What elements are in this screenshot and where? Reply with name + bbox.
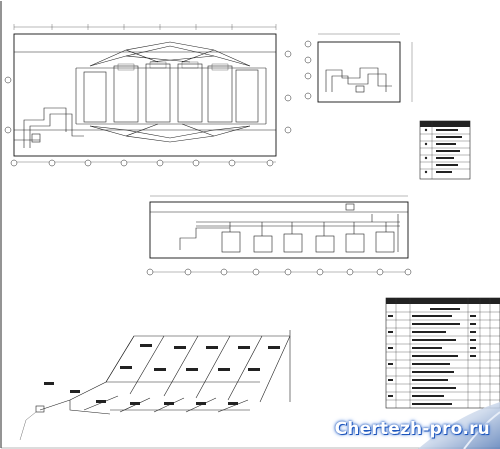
legend-table: [419, 120, 471, 180]
page-curl-graphic: [418, 402, 500, 449]
watermark-text: Chertezh-pro.ru: [334, 419, 490, 439]
section-view: [146, 195, 412, 276]
isometric-scheme: [19, 330, 291, 441]
specification-table: [385, 297, 500, 409]
watermark: Chertezh-pro.ru: [268, 402, 500, 449]
plan-view: [4, 24, 292, 167]
side-view: [304, 33, 413, 103]
